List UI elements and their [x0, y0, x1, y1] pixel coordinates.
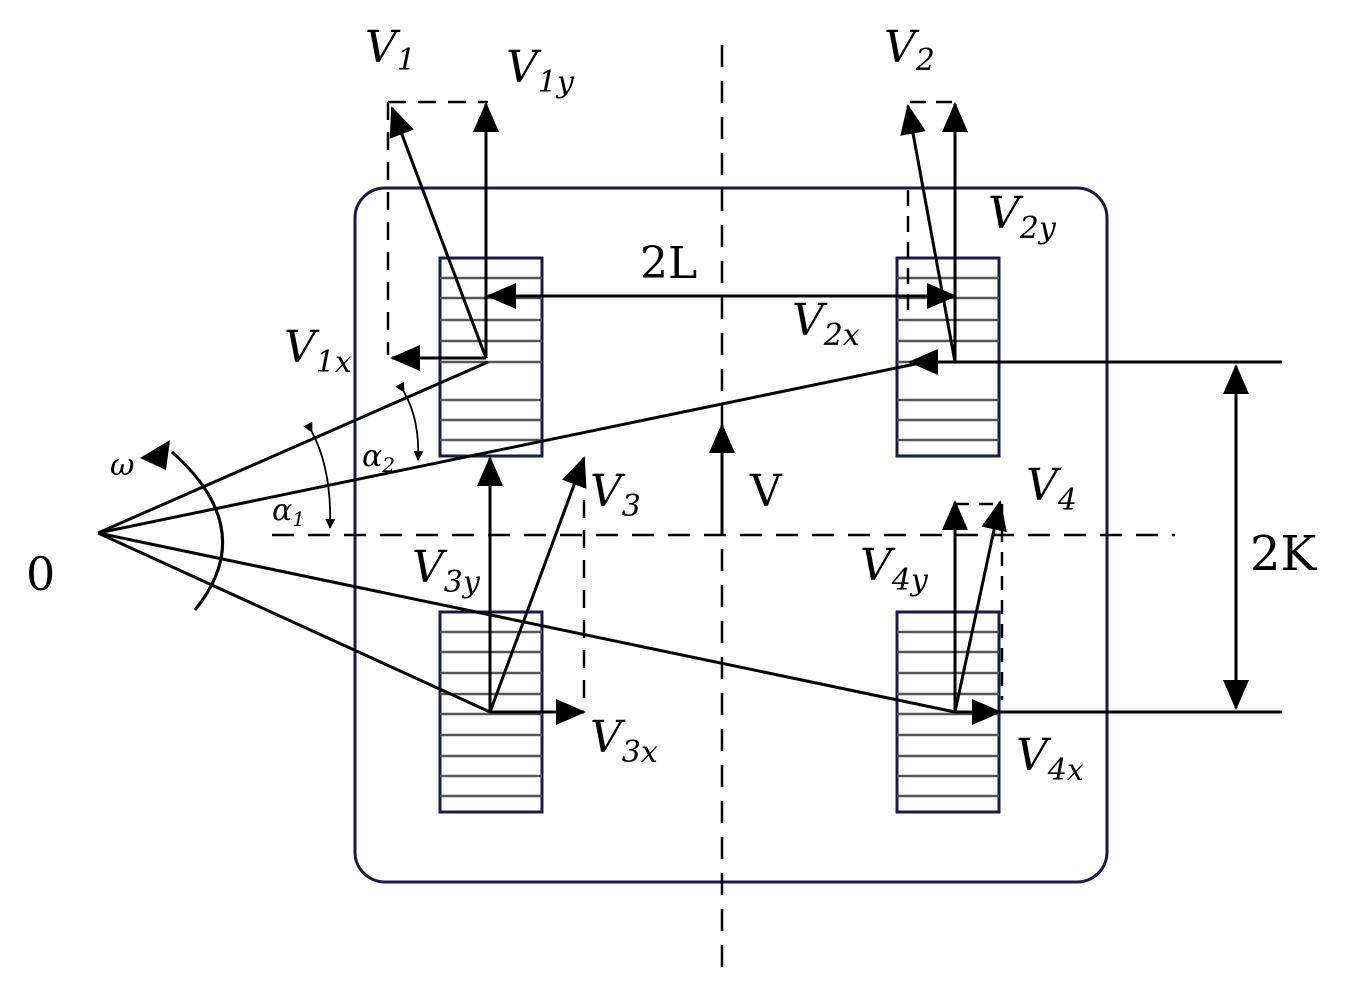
omega-label: ω [110, 448, 134, 483]
v1-label: V1 [365, 22, 416, 78]
v2-label: V2 [884, 22, 935, 78]
radial-lines [97, 360, 956, 714]
v2-vector [900, 104, 957, 363]
wheel-2 [895, 256, 1001, 458]
alpha1-arc [303, 421, 336, 529]
v4y-label: V4y [860, 540, 929, 598]
v2x-label: V2x [792, 295, 860, 353]
alpha2-label: α2 [362, 439, 395, 477]
v3y-label: V3y [412, 542, 481, 600]
v2y-label: V2y [988, 188, 1057, 246]
v3x-label: V3x [590, 712, 658, 770]
v4-vector [953, 500, 1007, 713]
v2-construction-lines [906, 100, 960, 318]
v1x-label: V1x [284, 322, 352, 380]
v1-vector [389, 106, 488, 359]
v1-construction-lines [386, 100, 488, 355]
two-k-label: 2K [1250, 526, 1318, 582]
omega-arrowhead [140, 440, 170, 470]
alpha2-arc [395, 381, 424, 461]
alpha1-label: α1 [272, 493, 305, 531]
v-label: V [749, 466, 783, 517]
v1y-label: V1y [506, 42, 575, 100]
two-l-label: 2L [640, 238, 697, 289]
v3-vector [488, 456, 587, 713]
v4-label: V4 [1026, 460, 1077, 518]
v3-label: V3 [590, 466, 641, 524]
v4x-label: V4x [1016, 730, 1084, 788]
origin-label: 0 [26, 547, 55, 601]
omega-arc [171, 450, 225, 611]
